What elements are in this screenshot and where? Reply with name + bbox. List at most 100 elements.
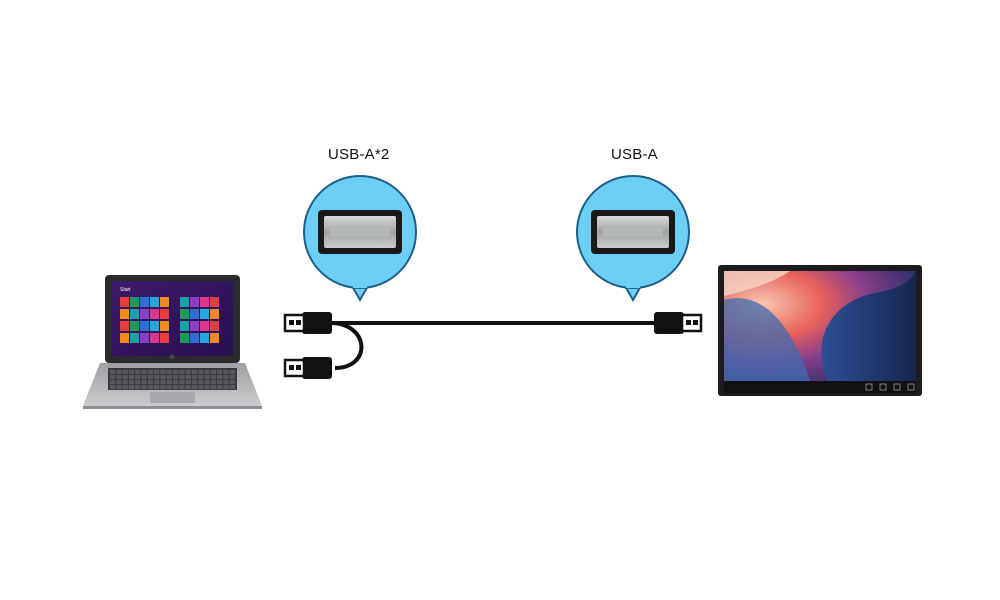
start-tile (200, 333, 209, 343)
start-tile (160, 309, 169, 319)
keyboard-key (135, 370, 141, 374)
usb-a-port-icon (591, 210, 675, 254)
keyboard-key (154, 375, 160, 379)
start-tile (180, 333, 189, 343)
start-tile (200, 309, 209, 319)
keyboard-key (166, 380, 172, 384)
keyboard-key (179, 380, 185, 384)
keyboard-key (110, 380, 116, 384)
keyboard-key (210, 385, 216, 389)
start-tile (180, 309, 189, 319)
keyboard-key (128, 375, 135, 379)
start-tile (120, 333, 129, 343)
keyboard-key (147, 370, 153, 374)
keyboard-key (229, 380, 235, 384)
callout-label-left: USB-A*2 (328, 146, 390, 163)
keyboard-key (223, 385, 229, 389)
keyboard-key (147, 375, 153, 379)
keyboard-key (166, 370, 172, 374)
keyboard-key (210, 375, 216, 379)
start-tile (210, 333, 219, 343)
keyboard-key (173, 380, 179, 384)
keyboard-key (229, 385, 235, 389)
keyboard-key (147, 385, 153, 389)
keyboard-key (191, 375, 198, 379)
keyboard-key (210, 370, 216, 374)
usb-y-cable-icon (283, 312, 703, 379)
keyboard-key (154, 380, 160, 384)
keyboard-key (122, 380, 128, 384)
usb-a-port-icon (318, 210, 402, 254)
keyboard-key (141, 370, 147, 374)
start-tile (210, 297, 219, 307)
start-tile (190, 321, 199, 331)
start-tile (140, 297, 149, 307)
start-tile (200, 321, 209, 331)
keyboard-key (198, 380, 204, 384)
keyboard-key (160, 380, 166, 384)
keyboard-key (198, 385, 204, 389)
keyboard-key (116, 380, 122, 384)
start-tile (190, 333, 199, 343)
keyboard-key (160, 385, 166, 389)
callout-bubble-right (576, 175, 690, 303)
keyboard-key (166, 375, 172, 379)
start-tile (150, 333, 159, 343)
start-tile (130, 333, 139, 343)
keyboard-key (128, 370, 135, 374)
keyboard-key (217, 385, 223, 389)
keyboard-key (179, 385, 185, 389)
usb-a-plug-lower (283, 357, 332, 379)
keyboard-key (110, 385, 116, 389)
keyboard-key (122, 385, 128, 389)
keyboard-key (217, 380, 223, 384)
start-tile (150, 309, 159, 319)
start-tile (190, 297, 199, 307)
keyboard-key (198, 375, 204, 379)
start-tile (150, 321, 159, 331)
keyboard-key (141, 385, 147, 389)
start-tile (140, 321, 149, 331)
keyboard-key (141, 380, 147, 384)
monitor-control-buttons (865, 383, 915, 391)
portable-monitor-icon (718, 265, 922, 396)
keyboard-key (198, 370, 204, 374)
keyboard-key (173, 370, 179, 374)
start-tile (120, 309, 129, 319)
keyboard-key (185, 375, 191, 379)
keyboard-key (185, 380, 191, 384)
laptop-screen-text: Start (120, 287, 131, 293)
keyboard-key (141, 375, 147, 379)
start-tile (210, 321, 219, 331)
keyboard-key (116, 370, 122, 374)
start-tile (120, 321, 129, 331)
keyboard-key (122, 375, 128, 379)
keyboard-key (179, 370, 185, 374)
keyboard-key (223, 370, 229, 374)
start-tile (160, 321, 169, 331)
keyboard-key (179, 375, 185, 379)
keyboard-key (191, 380, 198, 384)
keyboard-key (173, 385, 179, 389)
keyboard-key (160, 370, 166, 374)
usb-a-plug-right (654, 312, 703, 334)
start-tile (130, 321, 139, 331)
start-tile (130, 309, 139, 319)
start-tile (140, 333, 149, 343)
keyboard-key (154, 385, 160, 389)
keyboard-key (217, 375, 223, 379)
start-tile (120, 297, 129, 307)
keyboard-key (204, 385, 210, 389)
callout-bubble-left (303, 175, 417, 303)
keyboard-key (223, 375, 229, 379)
keyboard-key (204, 370, 210, 374)
keyboard-key (166, 385, 172, 389)
keyboard-key (135, 375, 141, 379)
usb-a-plug-upper (283, 312, 332, 334)
keyboard-key (229, 375, 235, 379)
keyboard-key (229, 370, 235, 374)
keyboard-key (128, 380, 135, 384)
keyboard-key (210, 380, 216, 384)
start-tile (150, 297, 159, 307)
